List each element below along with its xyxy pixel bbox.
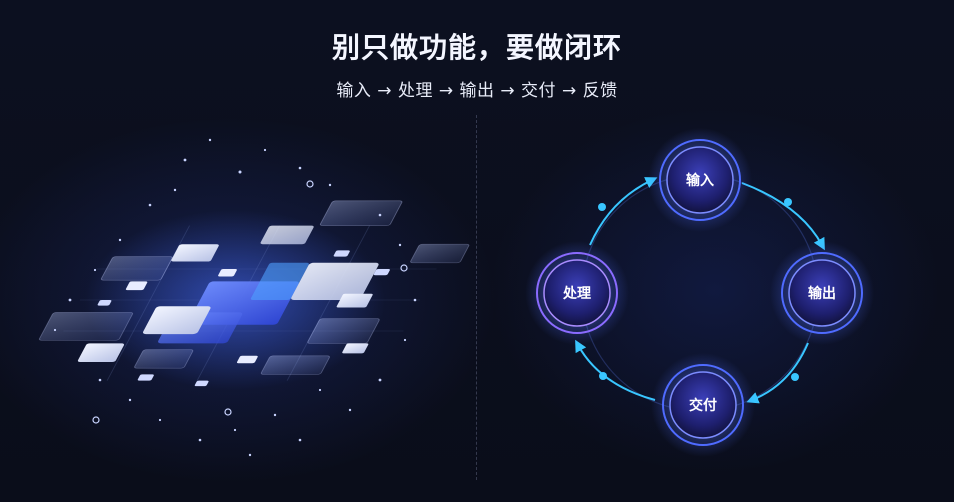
arrow-delivery-process: [575, 339, 656, 401]
loop-node-output[interactable]: 输出: [770, 241, 874, 345]
loop-arrows: [575, 177, 825, 404]
loop-node-process-label: 处理: [562, 285, 591, 302]
loop-node-output-label: 输出: [808, 285, 836, 302]
loop-node-input-label: 输入: [686, 172, 714, 189]
page-subtitle: 输入 → 处理 → 输出 → 交付 → 反馈: [336, 81, 618, 101]
arrow-input-output: [741, 182, 825, 251]
loop-node-process[interactable]: 处理: [525, 241, 629, 345]
arrow-output-delivery: [746, 342, 809, 404]
arrow-process-input: [589, 177, 658, 246]
page-title: 别只做功能，要做闭环: [331, 31, 622, 64]
loop-node-input[interactable]: 输入: [648, 128, 752, 232]
loop-node-delivery[interactable]: 交付: [651, 353, 755, 457]
center-divider: [476, 115, 477, 480]
loop-node-delivery-label: 交付: [689, 397, 717, 414]
